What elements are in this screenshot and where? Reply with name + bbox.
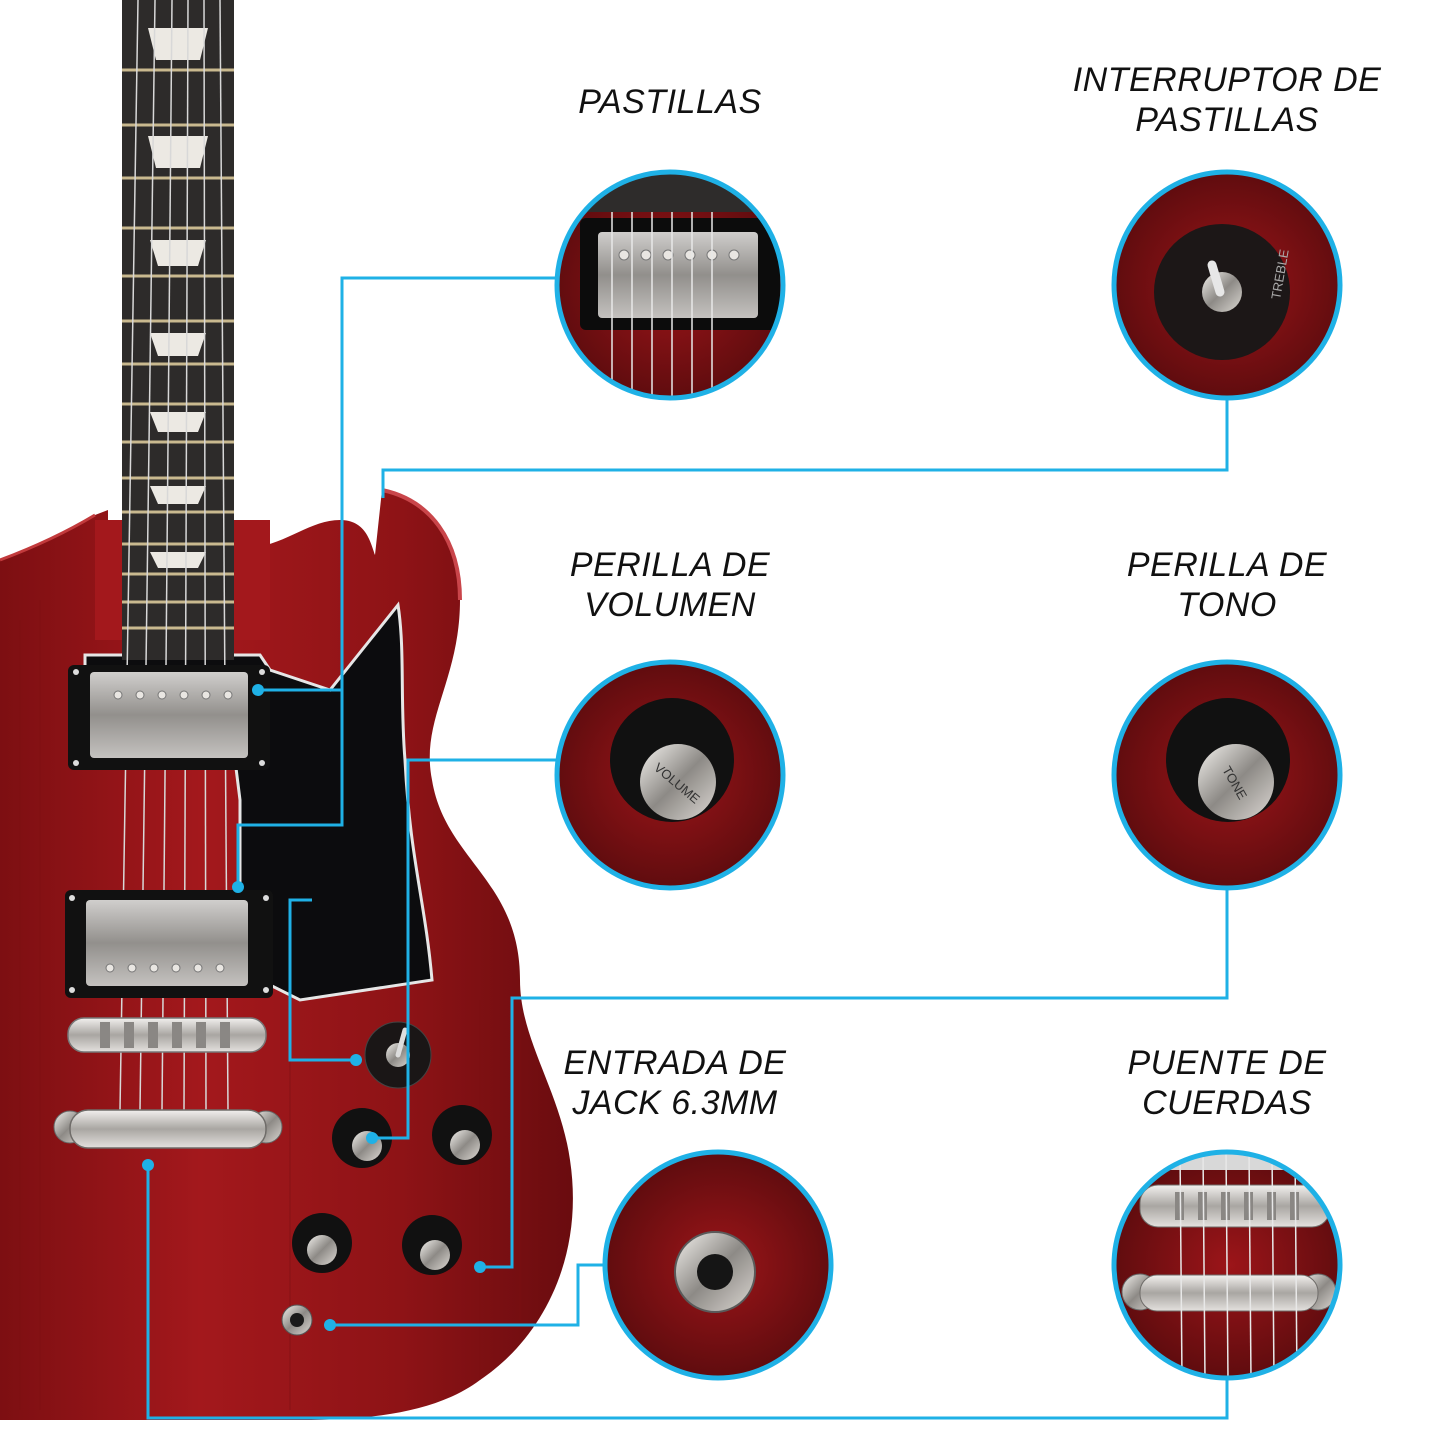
- detail-circle-pastillas: [554, 169, 786, 401]
- label-puente-line1: PUENTE DE: [1127, 1044, 1327, 1082]
- label-tono-line1: PERILLA DE: [1126, 546, 1328, 584]
- leader-volumen: [372, 758, 557, 1140]
- bridge-pickup: [65, 890, 273, 998]
- label-jack: ENTRADA DE JACK 6.3MM: [520, 1043, 830, 1123]
- leader-pastillas: [236, 276, 557, 885]
- body-knobs: [292, 1105, 492, 1275]
- label-volumen-line2: VOLUMEN: [584, 586, 756, 624]
- label-jack-line1: ENTRADA DE: [563, 1044, 787, 1082]
- detail-circle-interruptor: TREBLE: [1111, 169, 1343, 401]
- fret-inlays: [148, 28, 208, 568]
- neck-pickup: [68, 665, 270, 770]
- label-puente: PUENTE DE CUERDAS: [1077, 1043, 1377, 1123]
- output-jack: [281, 1304, 313, 1336]
- label-pastillas-line1: PASTILLAS: [578, 83, 762, 121]
- label-jack-line2: JACK 6.3MM: [572, 1084, 778, 1122]
- wood-grain: [19, 600, 521, 1410]
- callout-leaders: [146, 276, 1229, 1420]
- leader-tono: [482, 888, 1229, 1269]
- detail-circle-tono: TONE: [1111, 659, 1343, 891]
- volume-knob-neck: [332, 1108, 392, 1168]
- label-pastillas: PASTILLAS: [560, 82, 780, 122]
- tone-knob-neck: [292, 1213, 352, 1273]
- detail-circle-puente: [1111, 1149, 1343, 1381]
- label-interruptor-line1: INTERRUPTOR DE: [1072, 61, 1382, 99]
- detail-circle-jack: [602, 1149, 834, 1381]
- label-interruptor: INTERRUPTOR DE PASTILLAS: [1067, 60, 1387, 140]
- leader-jack: [330, 1263, 605, 1327]
- leader-puente: [146, 1165, 1229, 1420]
- fretboard: [122, 0, 234, 660]
- neck: [95, 0, 270, 1111]
- leader-interruptor-lower: [288, 898, 360, 1062]
- guitar-illustration: [0, 0, 573, 1420]
- label-tono-line2: TONO: [1177, 586, 1277, 624]
- label-volumen-line1: PERILLA DE: [569, 546, 771, 584]
- label-puente-line2: CUERDAS: [1142, 1084, 1312, 1122]
- label-volumen: PERILLA DE VOLUMEN: [520, 545, 820, 625]
- body-edge-highlight: [0, 513, 96, 562]
- leader-interruptor: [381, 398, 1229, 498]
- leader-dots: [142, 684, 486, 1331]
- frets: [122, 68, 234, 630]
- stopbar-tailpiece: [53, 1109, 283, 1149]
- horn-edge-highlight: [381, 488, 462, 601]
- tuneomatic-bridge: [67, 1017, 267, 1053]
- tone-knob-bridge: [402, 1215, 462, 1275]
- volume-knob-bridge: [432, 1105, 492, 1165]
- label-tono: PERILLA DE TONO: [1077, 545, 1377, 625]
- detail-circle-volumen: VOLUME: [554, 659, 786, 891]
- label-interruptor-line2: PASTILLAS: [1135, 101, 1319, 139]
- pickup-selector-switch: [364, 1021, 432, 1089]
